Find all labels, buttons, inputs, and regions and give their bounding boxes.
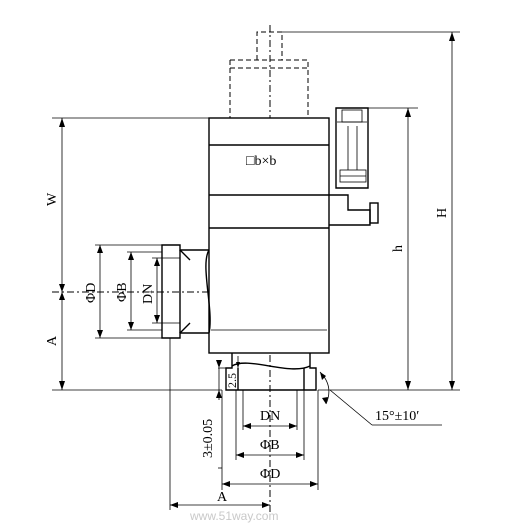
label-DN-side: DN [141, 284, 156, 304]
label-phiD-bottom: ΦD [260, 467, 280, 482]
label-A-left: A [45, 335, 60, 346]
label-phiB-bottom: ΦB [260, 438, 280, 453]
valve-body [208, 117, 330, 354]
actuator-top-stub [229, 31, 309, 118]
label-h: h [391, 245, 406, 252]
label-W: W [45, 192, 60, 206]
label-phiD-side: ΦD [84, 283, 99, 303]
label-tolerance-3: 3±0.05 [201, 419, 216, 458]
label-angle: 15°±10′ [375, 409, 419, 424]
dimension-lines [52, 31, 460, 510]
side-connector [329, 107, 379, 226]
side-port-flange [95, 244, 211, 339]
label-A-bottom: A [217, 490, 228, 505]
label-DN-bottom: DN [260, 409, 280, 424]
label-b-x-b: □b×b [246, 154, 276, 169]
label-H: H [435, 208, 450, 218]
label-2-5: 2.5 [225, 373, 239, 388]
label-phiB-side: ΦB [115, 282, 130, 302]
watermark-text: www.51way.com [189, 509, 278, 523]
